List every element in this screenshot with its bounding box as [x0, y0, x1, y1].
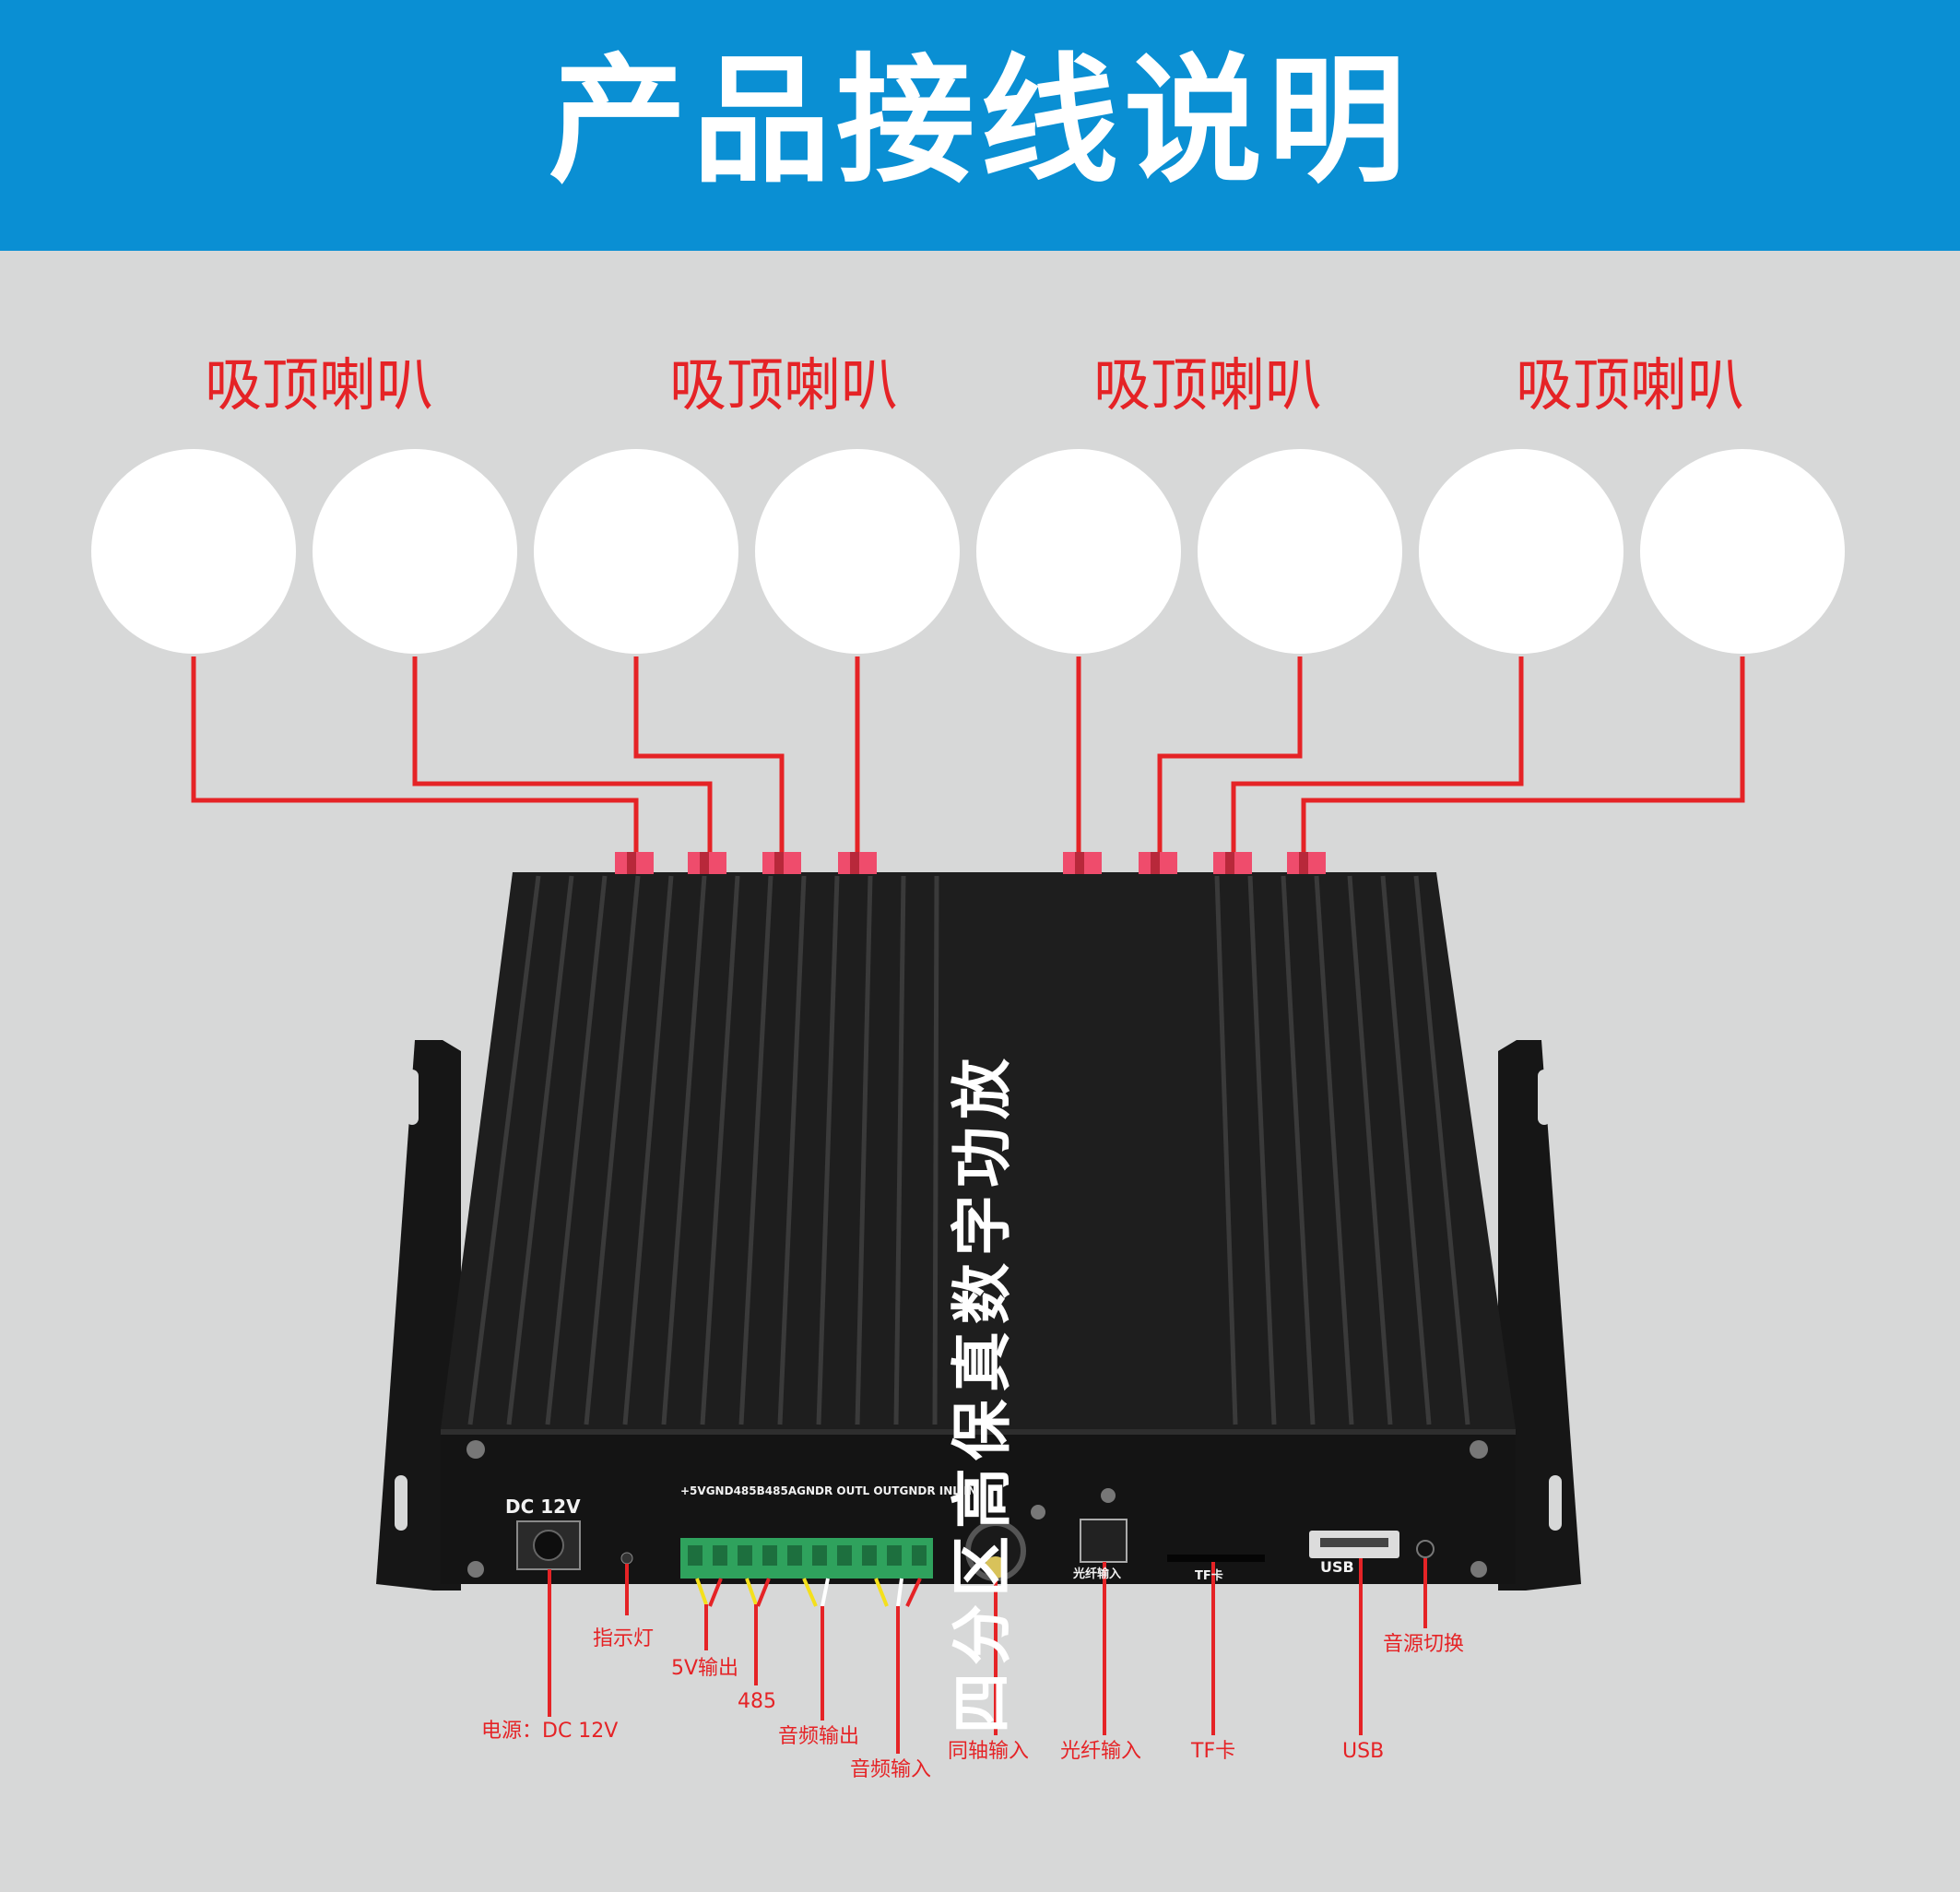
product-name-text: 四分区高保真数字功放: [947, 1051, 1018, 1733]
indicator-led: [620, 1552, 633, 1565]
header-banner: 产品接线说明: [0, 0, 1960, 251]
mounting-bracket-right: [1498, 1040, 1581, 1590]
zone-label-3: 吸顶喇叭: [1092, 351, 1322, 419]
panel-label-tf: TF卡: [1195, 1569, 1223, 1583]
optical-input-port: [1080, 1519, 1128, 1563]
ceiling-speaker: [534, 449, 738, 654]
callout-usb: USB: [1342, 1740, 1385, 1763]
zone-label-2: 吸顶喇叭: [668, 351, 898, 419]
callout-power: 电源：DC 12V: [481, 1720, 619, 1743]
callout-tf-card: TF卡: [1191, 1740, 1236, 1763]
zone-label-4: 吸顶喇叭: [1515, 351, 1744, 419]
tf-card-slot: [1167, 1555, 1265, 1562]
panel-label-dc: DC 12V: [505, 1496, 581, 1518]
terminal-label: GND: [797, 1484, 824, 1497]
ceiling-speaker: [91, 449, 296, 654]
panel-label-optical: 光纤输入: [1073, 1567, 1122, 1581]
page-title: 产品接线说明: [548, 41, 1411, 202]
terminal-label: 485B: [733, 1484, 765, 1497]
terminal-label: 485A: [764, 1484, 797, 1497]
callout-5v-output: 5V输出: [671, 1657, 739, 1680]
zone-label-1: 吸顶喇叭: [204, 351, 433, 419]
terminal-label: +5V: [680, 1484, 706, 1497]
callout-indicator: 指示灯: [593, 1627, 655, 1650]
ceiling-speaker: [1198, 449, 1402, 654]
callout-audio-output: 音频输出: [778, 1725, 860, 1748]
ceiling-speaker: [755, 449, 960, 654]
ceiling-speaker: [1419, 449, 1623, 654]
panel-label-usb: USB: [1320, 1558, 1354, 1576]
terminal-label: R IN: [927, 1484, 953, 1497]
heatsink-fins: [467, 875, 1470, 1425]
panel-terminal-labels: +5V GND 485B 485A GND R OUT L OUT GND R …: [680, 1484, 977, 1497]
callout-485: 485: [738, 1690, 776, 1713]
terminal-label: GND: [705, 1484, 734, 1497]
callout-leaders: [548, 1558, 1427, 1754]
speaker-wires: [191, 656, 1745, 852]
ceiling-speaker: [1640, 449, 1845, 654]
callout-coax-input: 同轴输入: [948, 1740, 1030, 1763]
speaker-output-terminals: [615, 852, 1326, 874]
terminal-label: L IN: [952, 1484, 977, 1497]
terminal-label: GND: [899, 1484, 927, 1497]
callout-source-switch: 音源切换: [1383, 1633, 1465, 1656]
ceiling-speaker: [976, 449, 1181, 654]
terminal-label: L OUT: [862, 1484, 900, 1497]
callout-optical-input: 光纤输入: [1060, 1740, 1142, 1763]
ceiling-speaker: [313, 449, 517, 654]
mounting-bracket-left: [376, 1040, 461, 1590]
callout-audio-input: 音频输入: [850, 1758, 932, 1781]
source-switch-button: [1416, 1540, 1435, 1558]
terminal-label: R OUT: [823, 1484, 863, 1497]
